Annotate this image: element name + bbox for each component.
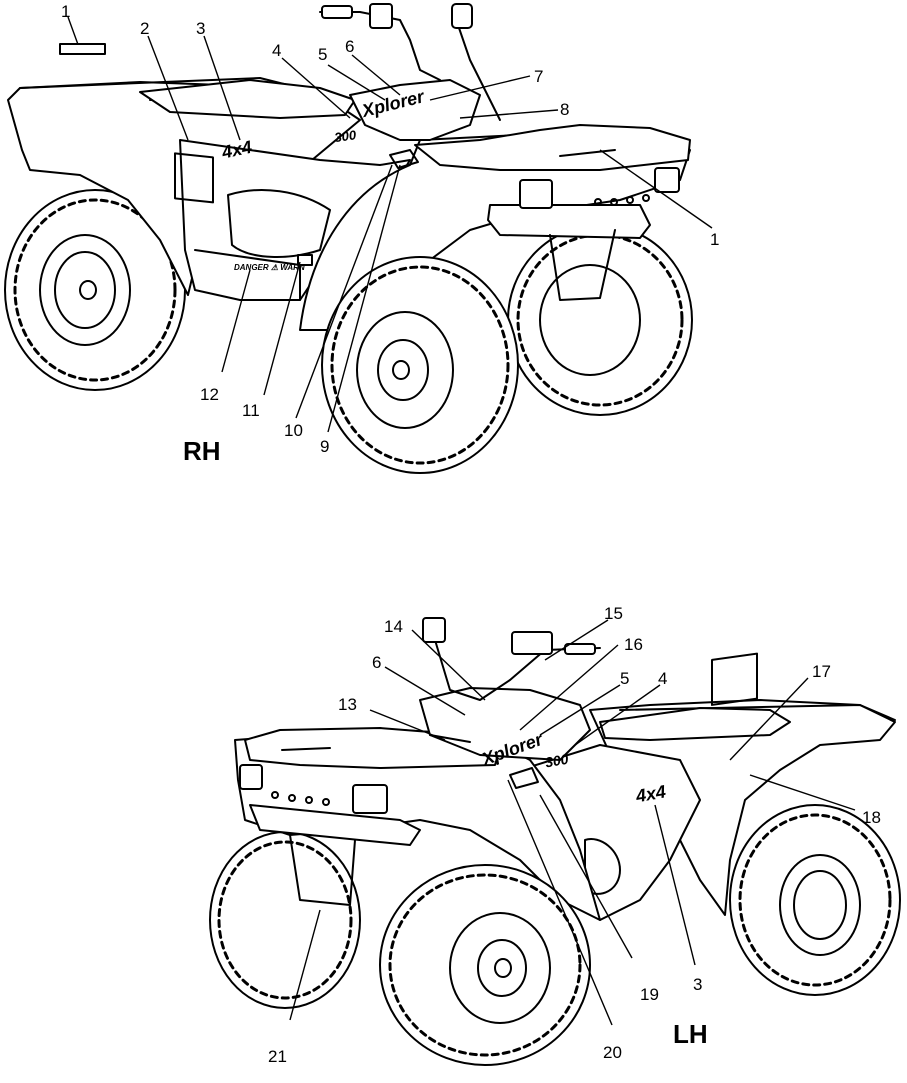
rh-handlebar	[319, 11, 441, 81]
lh-decal-18	[711, 652, 758, 706]
lh-engine-badge: 300	[544, 751, 570, 771]
rh-fuel-tank	[349, 79, 481, 141]
lh-callout: 4	[658, 669, 667, 688]
lh-callout: 15	[604, 604, 623, 623]
lh-rear-wheel	[729, 804, 901, 996]
lh-callout: 18	[862, 808, 881, 827]
lh-callout: 20	[603, 1043, 622, 1062]
rh-far-front-wheel	[507, 224, 693, 416]
rh-decal-2	[174, 152, 214, 204]
lh-front-wheel	[379, 864, 591, 1066]
lh-callout: 21	[268, 1047, 287, 1066]
rh-callout: 7	[534, 67, 543, 86]
rh-engine-badge: 300	[333, 127, 357, 145]
rh-front-wheel	[321, 256, 519, 474]
lh-callout: 3	[693, 975, 702, 994]
rh-callout: 11	[242, 401, 260, 420]
svg-text:DANGER ⚠ WARN: DANGER ⚠ WARN	[234, 263, 305, 272]
lh-seat	[599, 707, 791, 741]
lh-callout: 19	[640, 985, 659, 1004]
lh-far-front-wheel	[209, 831, 361, 1009]
rh-callout: 6	[345, 37, 354, 56]
rh-atv-drawing: 4x4 300 Xplorer DANGER ⚠ WARN	[4, 3, 693, 474]
lh-atv-drawing: Xplorer 300 4x4	[209, 617, 901, 1066]
lh-callout: 14	[384, 617, 403, 636]
rh-callout: 1	[61, 2, 70, 21]
lh-callouts: 15 14 16 6 5 4 17 13 18 19 3 21 20	[268, 604, 881, 1066]
rh-callout: 4	[272, 41, 281, 60]
rh-view-label: RH	[183, 436, 221, 466]
rh-callout: 2	[140, 19, 149, 38]
rh-callout: 3	[196, 19, 205, 38]
lh-rear-fender	[589, 699, 896, 916]
lh-callout: 5	[620, 669, 629, 688]
rh-callout: 9	[320, 437, 329, 456]
rh-seat	[139, 79, 356, 119]
lh-leaders	[289, 619, 856, 1026]
lh-callout: 16	[624, 635, 643, 654]
rh-callout: 5	[318, 45, 327, 64]
lh-callout: 17	[812, 662, 831, 681]
rh-callout: 1	[710, 230, 719, 249]
rh-front-bumper	[487, 204, 651, 239]
rh-callout: 10	[284, 421, 303, 440]
lh-view-label: LH	[673, 1019, 708, 1049]
rh-front-rack	[414, 124, 691, 171]
rh-leaders	[59, 16, 713, 433]
rh-callout: 8	[560, 100, 569, 119]
lh-callout: 13	[338, 695, 357, 714]
rh-view: 4x4 300 Xplorer DANGER ⚠ WARN 1	[4, 2, 719, 474]
lh-front-bumper	[249, 804, 421, 846]
rh-callouts: 1 2 3 4 5 6 7 8 1 12 11 10 9	[61, 2, 719, 456]
lh-callout: 6	[372, 653, 381, 672]
lh-handlebar	[434, 639, 601, 701]
rh-callout: 12	[200, 385, 219, 404]
lh-view: Xplorer 300 4x4 15 14 16	[209, 604, 901, 1066]
